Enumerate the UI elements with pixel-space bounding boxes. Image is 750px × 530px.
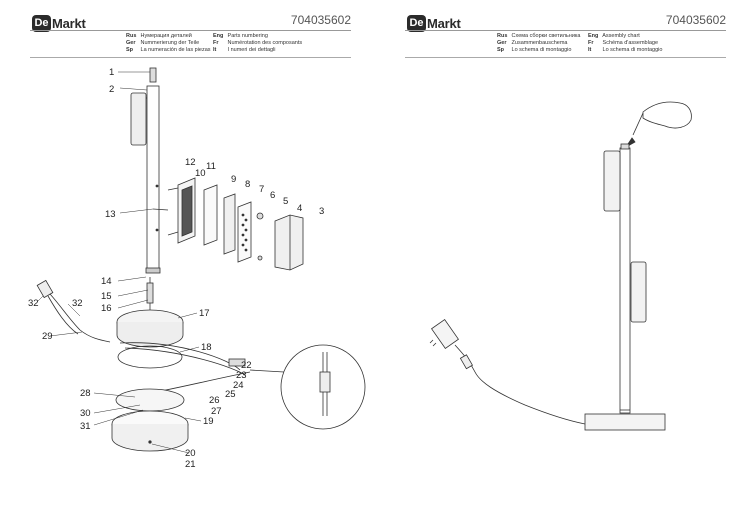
header-bottom-divider xyxy=(30,57,351,58)
part-label: 22 xyxy=(241,360,252,371)
switch xyxy=(228,358,246,367)
part-label: 32 xyxy=(72,298,83,309)
header-divider xyxy=(30,30,351,31)
header-col-1: Rus Схема сборки светильника Ger Zusamme… xyxy=(497,33,581,54)
part-label: 29 xyxy=(42,331,53,342)
product-code: 704035602 xyxy=(665,13,726,27)
header-col-2: Eng Parts numbering Fr Numérotation des … xyxy=(213,33,302,54)
part-label: 5 xyxy=(283,196,288,207)
header-divider xyxy=(405,30,726,31)
logo-mark: De xyxy=(407,15,426,32)
header-row: Ger Nummerierung der Teile xyxy=(126,40,200,46)
pole xyxy=(146,85,160,271)
part-label: 10 xyxy=(195,168,206,179)
part-label: 13 xyxy=(105,209,116,220)
header-row: Eng Parts numbering xyxy=(213,33,268,39)
part-label: 24 xyxy=(233,380,244,391)
part-label: 3 xyxy=(319,206,324,217)
part-label: 12 xyxy=(185,157,196,168)
part-label: 8 xyxy=(245,179,250,190)
part-label: 1 xyxy=(109,67,114,78)
part-label: 18 xyxy=(201,342,212,353)
header-row: It Lo schema di montaggio xyxy=(588,47,663,53)
base xyxy=(584,413,666,431)
logo-name: Markt xyxy=(427,16,461,31)
part-label: 23 xyxy=(236,370,247,381)
pcb xyxy=(223,193,236,255)
part-label: 26 xyxy=(209,395,220,406)
pole xyxy=(619,147,631,414)
header-row: Sp La numeración de las piezas xyxy=(126,47,211,53)
header-row: Fr Numérotation des composants xyxy=(213,40,303,46)
part-label: 2 xyxy=(109,84,114,95)
header-row: Eng Assembly chart xyxy=(588,33,640,39)
hand-icon xyxy=(642,101,692,129)
header-row: It I numeri dei dettagli xyxy=(213,47,276,53)
power-adapter xyxy=(431,319,459,349)
part-label: 17 xyxy=(199,308,210,319)
part-label: 16 xyxy=(101,303,112,314)
power-adapter xyxy=(36,279,54,299)
header-row: Fr Schéma d'assemblage xyxy=(588,40,659,46)
assembly-chart-sheet: De Markt 704035602 Rus Схема сборки свет… xyxy=(375,0,750,530)
header-bottom-divider xyxy=(405,57,726,58)
led-board xyxy=(237,201,252,263)
header-row: Rus Схема сборки светильника xyxy=(497,33,581,39)
part-label: 4 xyxy=(297,203,302,214)
power-cable xyxy=(454,344,586,425)
part-label: 27 xyxy=(211,406,222,417)
part-label: 6 xyxy=(270,190,275,201)
logo-mark: De xyxy=(32,15,51,32)
part-label: 28 xyxy=(80,388,91,399)
part-label: 7 xyxy=(259,184,264,195)
parts-numbering-sheet: De Markt 704035602 Rus Нумерация деталей… xyxy=(28,13,366,470)
header-row: Sp Lo schema di montaggio xyxy=(497,47,572,53)
assembly-diagram xyxy=(429,101,692,431)
part-label: 9 xyxy=(231,174,236,185)
part-label: 31 xyxy=(80,421,91,432)
end-cap xyxy=(149,67,157,83)
lamp-head xyxy=(130,92,147,146)
part-label: 14 xyxy=(101,276,112,287)
brand-logo: De Markt xyxy=(32,15,86,32)
part-label: 19 xyxy=(203,416,214,427)
exploded-parts-diagram: 1 2 3 4 5 6 7 8 9 10 11 12 13 14 15 16 1… xyxy=(28,67,366,470)
part-label: 21 xyxy=(185,459,196,470)
part-label: 11 xyxy=(206,161,216,172)
part-label: 32 xyxy=(28,298,39,309)
base-plate xyxy=(115,388,185,412)
header-row: Rus Нумерация деталей xyxy=(126,33,192,39)
logo-name: Markt xyxy=(52,16,86,31)
gasket xyxy=(203,184,218,246)
header-col-2: Eng Assembly chart Fr Schéma d'assemblag… xyxy=(588,33,662,54)
part-label: 15 xyxy=(101,291,112,302)
part-label: 30 xyxy=(80,408,91,419)
lamp-head-lower xyxy=(630,261,647,323)
product-code: 704035602 xyxy=(290,13,351,27)
part-label: 25 xyxy=(225,389,236,400)
header-col-1: Rus Нумерация деталей Ger Nummerierung d… xyxy=(126,33,211,54)
lamp-head-upper xyxy=(603,150,621,212)
header-row: Ger Zusammenbauschema xyxy=(497,40,568,46)
diffuser-cover xyxy=(274,214,304,271)
brand-logo: De Markt xyxy=(407,15,461,32)
part-label: 20 xyxy=(185,448,196,459)
